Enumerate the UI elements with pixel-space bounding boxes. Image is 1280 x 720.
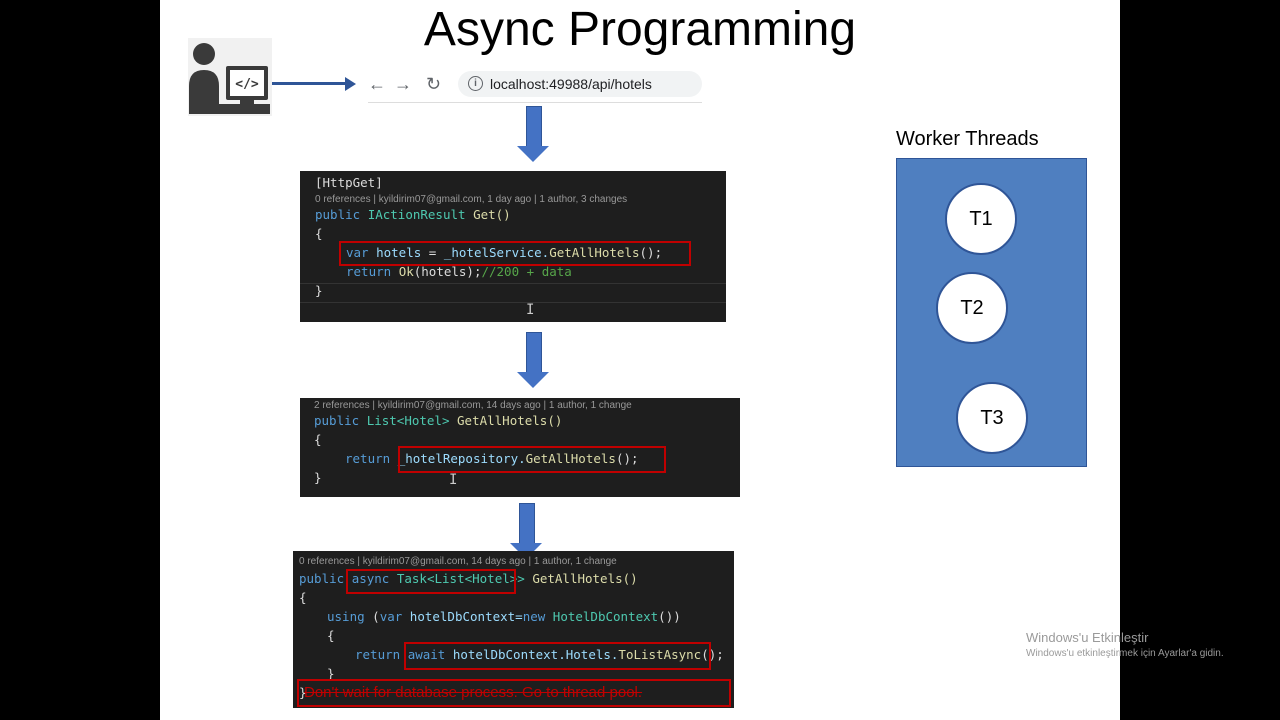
browser-toolbar: ← → ↻ i localhost:49988/api/hotels (368, 68, 702, 103)
code-signature: public IActionResult Get() (315, 207, 511, 222)
note-highlight-box (297, 679, 731, 707)
info-icon[interactable]: i (468, 76, 483, 91)
thread-t2: T2 (936, 272, 1008, 344)
code-open-brace: { (315, 226, 323, 241)
svg-text:</>: </> (235, 77, 259, 92)
annotation-note: Don't wait for database process. Go to t… (304, 684, 643, 701)
service-code-panel: 2 references | kyildirim07@gmail.com, 14… (300, 398, 740, 497)
text-cursor-icon: I (526, 302, 535, 318)
highlight-box (398, 446, 666, 473)
repository-code-panel: 0 references | kyildirim07@gmail.com, 14… (293, 551, 734, 708)
codelens-meta: 2 references | kyildirim07@gmail.com, 14… (314, 400, 632, 411)
code-close-brace: } (314, 470, 322, 485)
request-arrow (272, 82, 348, 85)
address-bar[interactable]: i localhost:49988/api/hotels (458, 71, 702, 97)
code-open-brace: { (314, 432, 322, 447)
current-line-highlight (300, 283, 726, 303)
thread-t1: T1 (945, 183, 1017, 255)
code-open-brace: { (299, 590, 307, 605)
code-signature: public async Task<List<Hotel>> GetAllHot… (299, 571, 638, 586)
flow-arrow-1 (517, 106, 549, 162)
slide-title: Async Programming (423, 3, 857, 56)
code-inner-close-brace: } (327, 666, 335, 681)
reload-icon[interactable]: ↻ (426, 74, 442, 94)
forward-arrow-icon[interactable]: → (394, 74, 412, 94)
code-signature: public List<Hotel> GetAllHotels() (314, 413, 563, 428)
code-line-get-hotels: var hotels = _hotelService.GetAllHotels(… (346, 245, 663, 260)
async-highlight-box (346, 569, 516, 594)
codelens-meta: 0 references | kyildirim07@gmail.com, 14… (299, 556, 617, 567)
code-close-brace: } (315, 283, 323, 298)
code-line-return-repository: return _hotelRepository.GetAllHotels(); (345, 451, 639, 466)
url-text[interactable]: localhost:49988/api/hotels (490, 76, 652, 92)
code-line-return: return Ok(hotels);//200 + data (346, 264, 572, 279)
activation-watermark-subtitle: Windows'u etkinleştirmek için Ayarlar'a … (1026, 648, 1224, 659)
developer-icon: </> (188, 38, 272, 116)
back-arrow-icon[interactable]: ← (368, 74, 386, 94)
thread-t3: T3 (956, 382, 1028, 454)
code-line-await: return await hotelDbContext.Hotels.ToLis… (355, 647, 724, 662)
code-line-using: using (var hotelDbContext=new HotelDbCon… (327, 609, 681, 624)
request-arrowhead (345, 77, 356, 91)
codelens-meta: 0 references | kyildirim07@gmail.com, 1 … (315, 194, 628, 205)
code-attribute: [HttpGet] (315, 175, 383, 190)
code-inner-open-brace: { (327, 628, 335, 643)
flow-arrow-2 (517, 332, 549, 388)
code-close-brace: } (299, 685, 307, 700)
highlight-box (339, 241, 691, 266)
activation-watermark-title: Windows'u Etkinleştir (1026, 630, 1149, 645)
await-highlight-box (404, 642, 711, 670)
worker-threads-title: Worker Threads (896, 128, 1039, 150)
text-cursor-icon: I (449, 472, 458, 488)
thread-pool-panel: T1 T2 T3 (896, 158, 1087, 467)
controller-code-panel: [HttpGet] 0 references | kyildirim07@gma… (300, 171, 726, 322)
